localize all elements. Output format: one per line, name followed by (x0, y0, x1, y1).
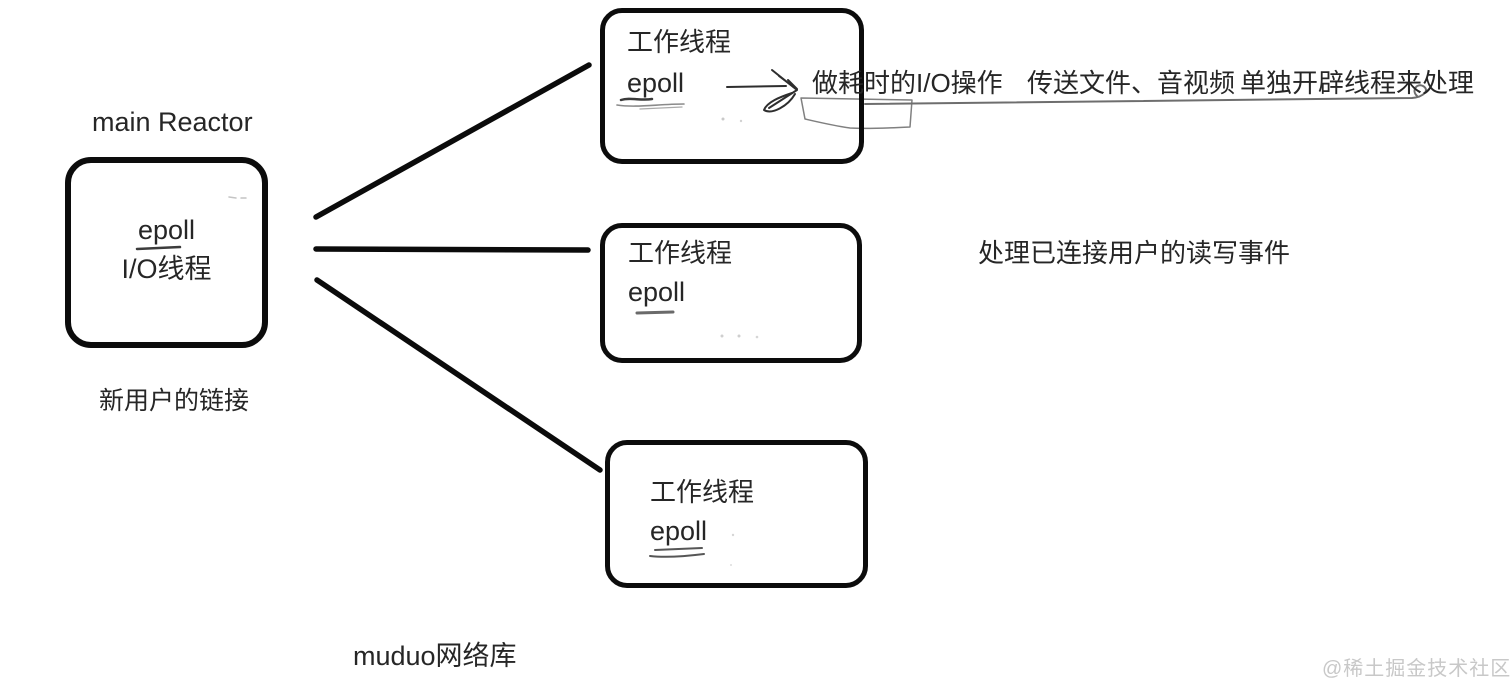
connector-main-to-worker-1 (313, 62, 592, 220)
new-connection-caption: 新用户的链接 (99, 387, 250, 415)
main-reactor-title: main Reactor (92, 107, 253, 137)
connector-main-to-worker-3 (314, 277, 603, 473)
connector-main-to-worker-2 (313, 246, 591, 253)
worker-box-2: 工作线程 epoll (600, 223, 862, 363)
worker1-epoll-label: epoll (627, 68, 685, 98)
watermark: @稀土掘金技术社区 (1322, 658, 1512, 680)
io-note-segment-3: 单独开辟线程来处理 (1240, 68, 1475, 98)
worker2-epoll-label: epoll (628, 277, 686, 307)
worker-box-1: 工作线程 epoll (600, 8, 864, 164)
main-reactor-box: epoll I/O线程 (65, 157, 268, 348)
worker3-epoll-label: epoll (650, 516, 708, 546)
worker-box-3: 工作线程 epoll (605, 440, 868, 588)
io-note-segment-2: 传送文件、音视频 (1027, 68, 1236, 98)
main-reactor-io-thread-label: I/O线程 (121, 254, 212, 284)
read-write-note: 处理已连接用户的读写事件 (978, 238, 1291, 268)
worker3-title: 工作线程 (650, 477, 755, 507)
worker2-title: 工作线程 (628, 238, 733, 268)
io-note-segment-1: 做耗时的I/O操作 (812, 68, 1003, 98)
main-reactor-epoll-label: epoll (137, 215, 196, 245)
library-caption: muduo网络库 (353, 641, 517, 671)
worker1-title: 工作线程 (627, 27, 732, 57)
